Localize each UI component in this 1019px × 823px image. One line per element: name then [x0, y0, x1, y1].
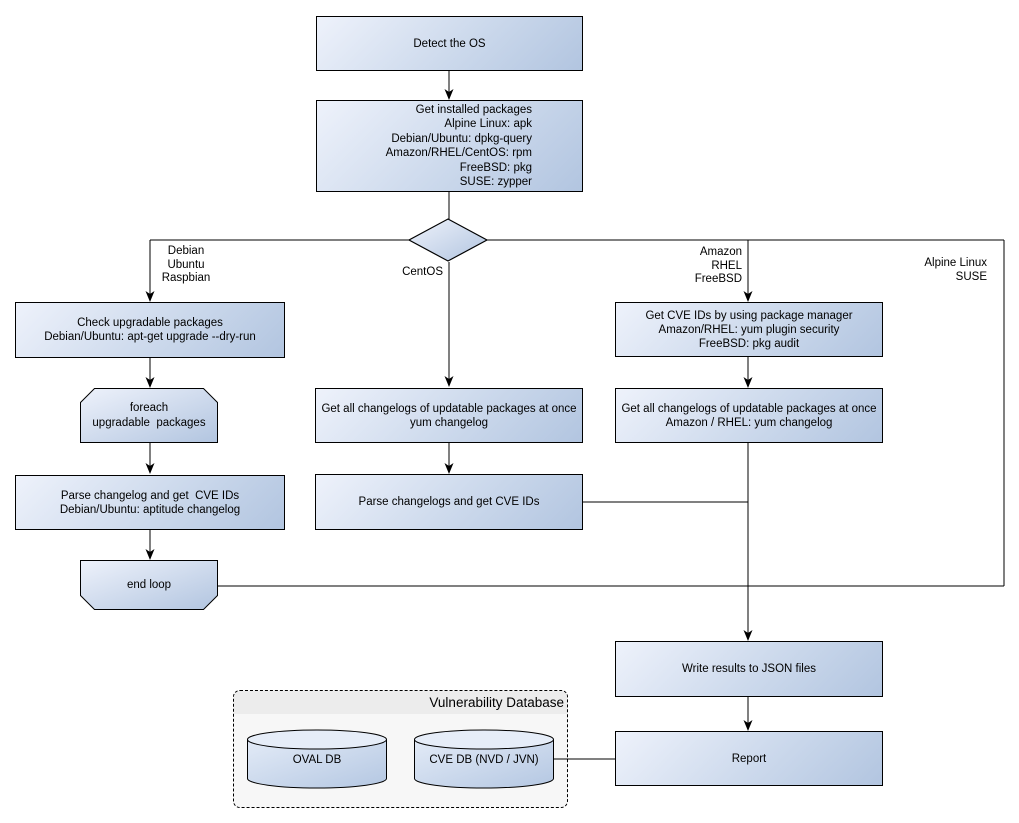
oval-db-cylinder: [247, 729, 387, 789]
foreach-loop-shape: [80, 388, 218, 443]
end-loop-shape: [80, 560, 218, 610]
node-write-results-json: Write results to JSON files: [615, 641, 883, 697]
end-loop-label: end loop: [126, 578, 172, 591]
node-get-cve-ids-package-manager: Get CVE IDs by using package manager Ama…: [615, 302, 883, 357]
node-report: Report: [615, 731, 883, 786]
branch-label-amazon: Amazon RHEL FreeBSD: [694, 246, 742, 285]
node-detect-os: Detect the OS: [316, 16, 583, 71]
node-get-installed-packages: Get installed packages Alpine Linux: apk…: [316, 100, 583, 192]
vulnerability-database-title: Vulnerability Database: [429, 695, 564, 710]
branch-label-debian: Debian Ubuntu Raspbian: [161, 245, 211, 284]
vulnerability-database-header: Vulnerability Database: [234, 691, 567, 714]
branch-label-alpine: Alpine Linux SUSE: [924, 257, 987, 283]
foreach-loop-label: foreach upgradable packages: [92, 401, 206, 429]
node-check-upgradable-packages: Check upgradable packages Debian/Ubuntu:…: [15, 302, 285, 358]
node-parse-changelog-left: Parse changelog and get CVE IDs Debian/U…: [15, 475, 285, 530]
node-parse-changelogs-center: Parse changelogs and get CVE IDs: [315, 474, 583, 530]
oval-db-label: OVAL DB: [292, 753, 342, 766]
os-decision-diamond: [407, 218, 489, 262]
node-get-changelogs-centos: Get all changelogs of updatable packages…: [315, 388, 583, 443]
node-get-changelogs-amazon-rhel: Get all changelogs of updatable packages…: [615, 388, 883, 443]
cve-db-label: CVE DB (NVD / JVN): [429, 753, 539, 766]
branch-label-centos: CentOS: [402, 266, 443, 278]
cve-db-cylinder: [414, 729, 554, 789]
